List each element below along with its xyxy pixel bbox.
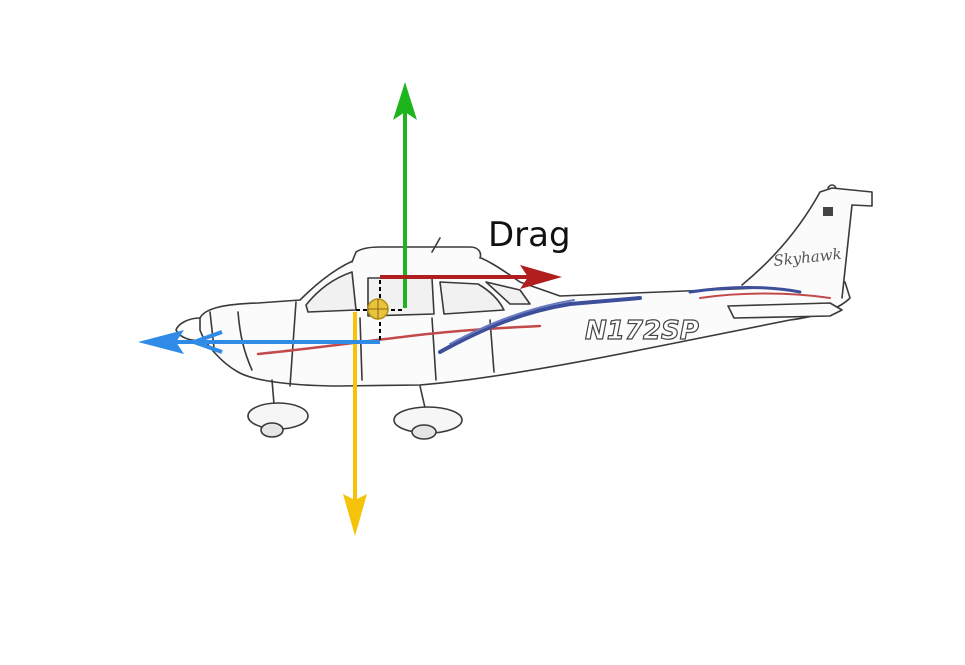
center-of-gravity-icon	[367, 298, 389, 320]
tail-badge	[823, 207, 833, 216]
drag-label: Drag	[488, 215, 571, 255]
thrust-arrow	[138, 330, 380, 354]
drag-arrow	[380, 265, 562, 289]
livery-stripes	[256, 286, 831, 356]
airplane-sketch	[175, 184, 873, 440]
registration-mark: N172SP	[585, 316, 699, 346]
